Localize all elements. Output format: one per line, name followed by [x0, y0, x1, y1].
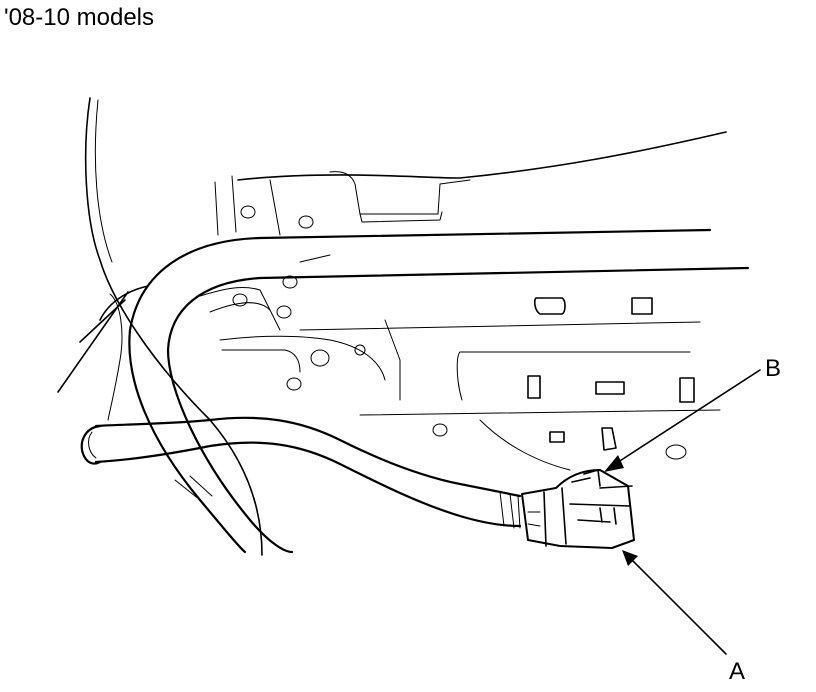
body-panel [84, 97, 727, 556]
figure-title: '08-10 models [4, 4, 154, 31]
connector-a [521, 469, 635, 549]
seat-pan-details [174, 275, 721, 501]
callout-label-b: B [765, 355, 782, 382]
side-trim [57, 285, 149, 421]
wire-harness [80, 416, 522, 529]
seat-frame-tube [128, 228, 750, 554]
callout-label-a: A [729, 658, 746, 685]
leader-lines [604, 369, 761, 655]
